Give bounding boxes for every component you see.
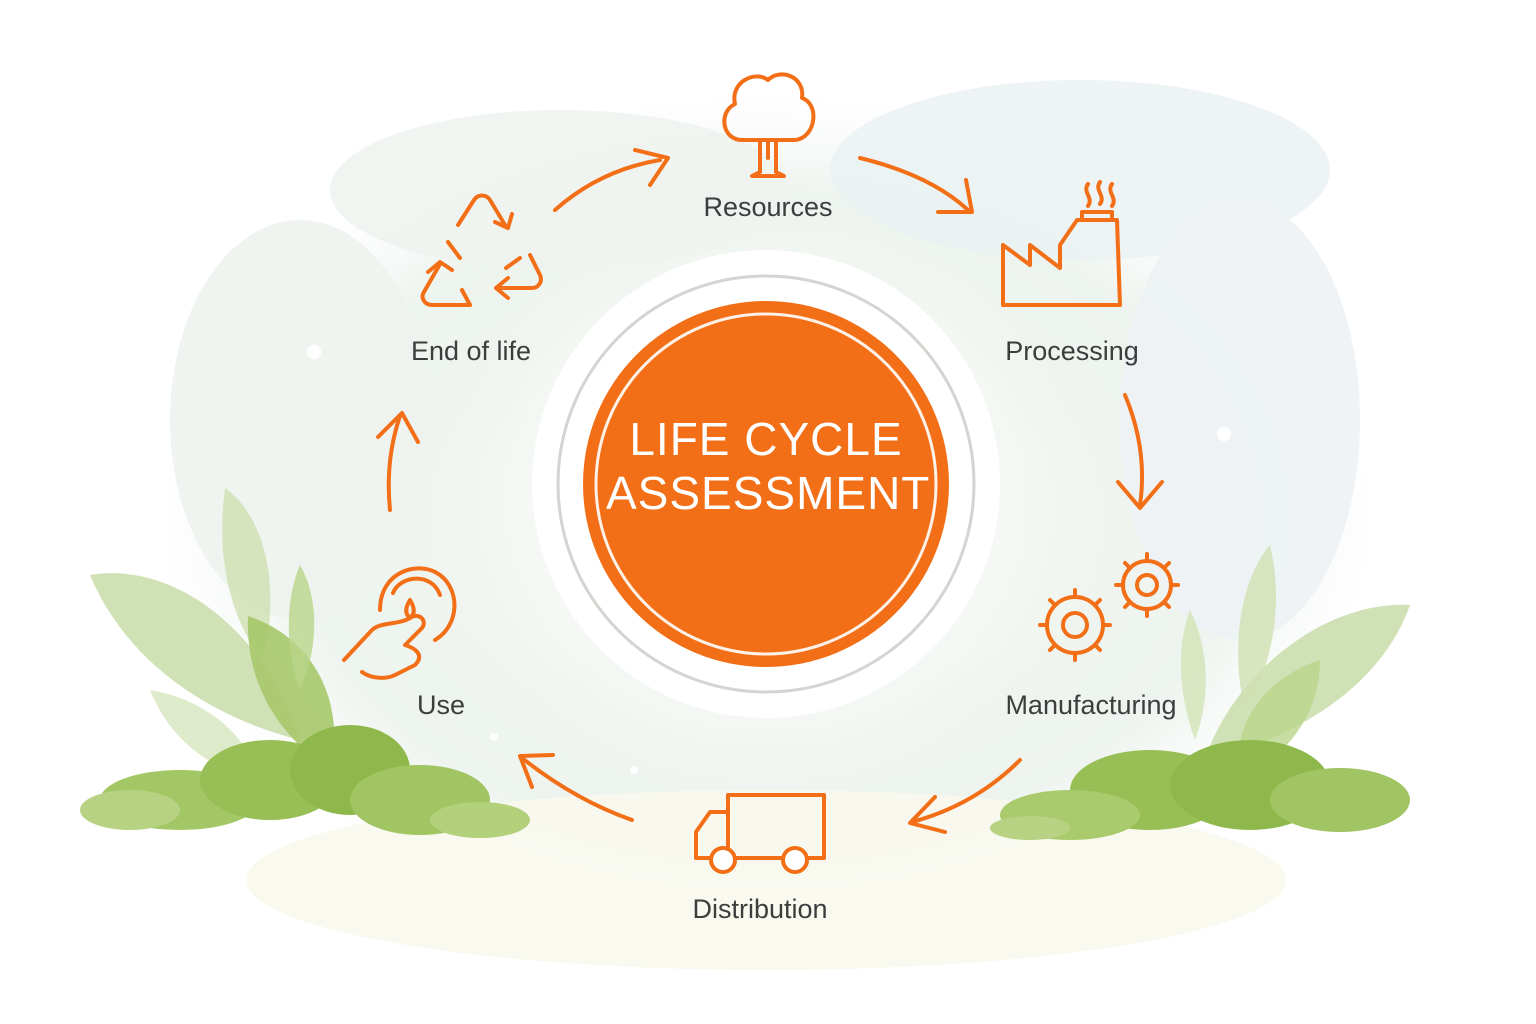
- center-title: LIFE CYCLE ASSESSMENT: [606, 412, 931, 520]
- stage-label-use: Use: [416, 690, 466, 720]
- right-foliage: [990, 545, 1410, 840]
- stage-label-processing: Processing: [1005, 336, 1139, 366]
- center-title-line2: ASSESSMENT: [606, 467, 931, 519]
- recycle-icon: [420, 193, 543, 307]
- arrow-resources-to-processing: [858, 156, 970, 212]
- stage-label-resources: Resources: [703, 192, 833, 222]
- arrow-distribution-to-use: [520, 756, 634, 822]
- truck-icon: [694, 793, 826, 874]
- gears-icon: [1038, 552, 1180, 662]
- arrow-processing-to-manufacturing: [1123, 393, 1145, 507]
- center-title-line1: LIFE CYCLE: [629, 413, 903, 465]
- center-badge: [532, 250, 1000, 718]
- arrow-manufacturing-to-distribution: [910, 758, 1022, 824]
- tree-icon: [722, 72, 816, 178]
- stage-label-distribution: Distribution: [692, 894, 828, 924]
- left-foliage: [80, 488, 530, 838]
- stage-label-end-of-life: End of life: [410, 336, 532, 366]
- arrow-use-to-endoflife: [386, 414, 402, 512]
- stage-label-manufacturing: Manufacturing: [1005, 690, 1177, 720]
- factory-icon: [1001, 180, 1122, 307]
- arrow-endoflife-to-resources: [553, 158, 662, 212]
- hand-icon: [342, 566, 457, 680]
- cycle-arrows: [376, 148, 1164, 834]
